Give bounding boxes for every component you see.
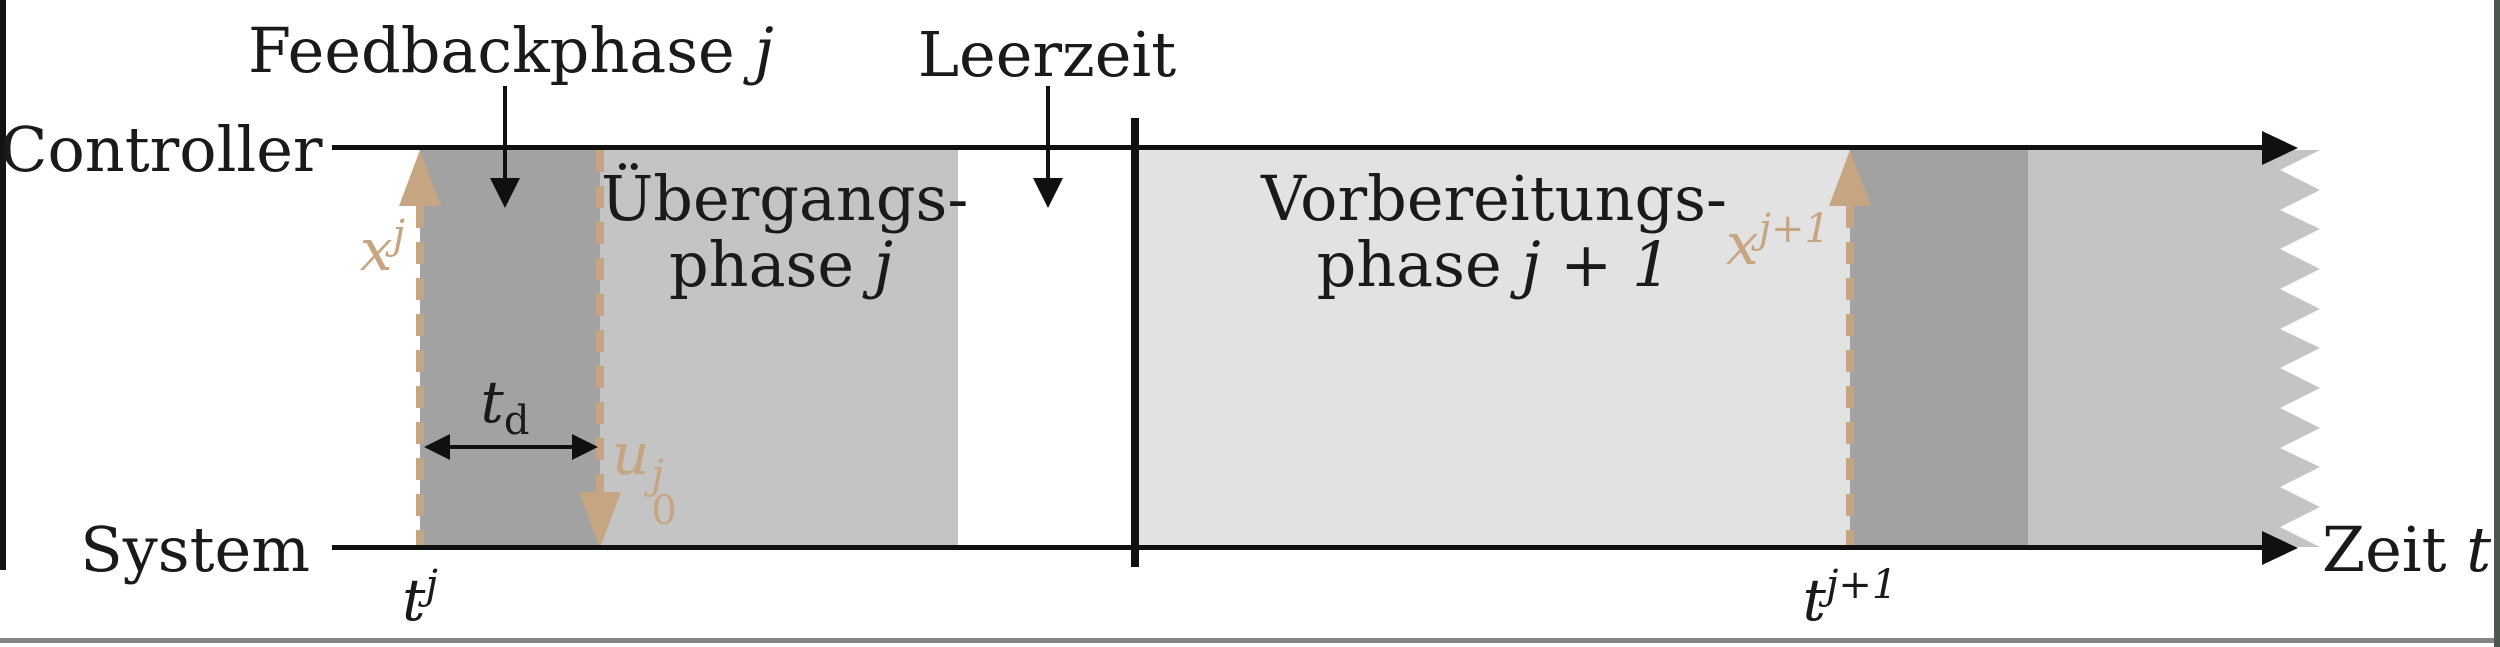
idle-time-callout-label: Leerzeit <box>897 22 1197 88</box>
signal-xj1-label: xj+1 <box>1655 208 1830 275</box>
signal-u0j-dashed-line <box>596 150 604 492</box>
transition-phase-line2: phase <box>668 227 874 301</box>
feedback-callout-arrow-shaft <box>503 86 507 180</box>
time-td-label: td <box>430 371 580 442</box>
left-border <box>0 0 6 570</box>
xj-base: x <box>359 216 393 284</box>
signal-xj-dashed-line <box>416 206 424 548</box>
feedback-callout-math: j <box>754 14 774 87</box>
signal-xj-arrowhead-icon <box>399 150 441 206</box>
xj1-base: x <box>1725 210 1759 278</box>
controller-timeline-arrowhead-icon <box>2262 131 2298 165</box>
u0j-sup: j <box>651 452 664 498</box>
phase-separator-line <box>1131 118 1139 567</box>
tj-sup: j <box>425 562 438 608</box>
feedback-phase-callout-label: Feedbackphase j <box>248 18 774 84</box>
controller-lane-label: Controller <box>0 117 323 183</box>
preparation-phase-line1: Vorbereitungs- <box>1261 162 1727 235</box>
transition-phase-region-j <box>600 150 958 547</box>
tj1-sup: j+1 <box>1825 562 1898 608</box>
system-lane-text: System <box>80 513 310 586</box>
preparation-phase-line2: phase <box>1316 227 1522 301</box>
td-measure-left-arrowhead-icon <box>424 434 450 460</box>
tj-base: t <box>402 566 426 634</box>
u0j-base: u <box>612 420 650 488</box>
feedback-callout-text: Feedbackphase <box>248 14 755 87</box>
signal-xj1-arrowhead-icon <box>1829 150 1871 206</box>
time-tj1-label: tj+1 <box>1760 564 1940 631</box>
system-timeline <box>332 545 2266 550</box>
time-axis-label: Zeit t <box>2322 517 2491 583</box>
td-base: t <box>480 368 504 436</box>
transition-phase-label: Übergangs- phase j <box>601 166 968 297</box>
bottom-border <box>0 638 2500 643</box>
signal-xj1-dashed-line <box>1846 206 1854 548</box>
idle-callout-text: Leerzeit <box>917 18 1177 91</box>
time-tj-label: tj <box>335 564 505 631</box>
right-border <box>2494 0 2500 647</box>
signal-xj-label: xj <box>270 214 405 281</box>
xj-sup: j <box>392 212 405 258</box>
preparation-phase-label: Vorbereitungs- phase j + 1 <box>1219 166 1769 297</box>
preparation-phase-math: j + 1 <box>1521 227 1672 301</box>
td-measure-arrow-shaft <box>449 445 573 449</box>
td-sub: d <box>503 398 530 444</box>
tj1-base: t <box>1802 566 1826 634</box>
controller-lane-text: Controller <box>0 113 323 186</box>
transition-phase-line1: Übergangs- <box>601 162 969 235</box>
continuation-region-zigzag <box>2028 150 2320 547</box>
idle-callout-arrow-shaft <box>1046 86 1050 180</box>
feedback-callout-arrowhead-icon <box>490 178 520 208</box>
idle-callout-arrowhead-icon <box>1033 178 1063 208</box>
transition-phase-math: j <box>873 227 894 301</box>
system-timeline-arrowhead-icon <box>2262 531 2298 565</box>
system-lane-label: System <box>0 517 310 583</box>
controller-timeline <box>332 145 2266 150</box>
time-axis-math: t <box>2466 513 2492 586</box>
signal-u0j-arrowhead-icon <box>579 492 621 548</box>
xj1-sup: j+1 <box>1758 206 1830 252</box>
feedback-phase-region-j <box>420 150 600 547</box>
td-measure-right-arrowhead-icon <box>572 434 598 460</box>
feedback-phase-region-j1 <box>1850 150 2028 547</box>
time-axis-text: Zeit <box>2322 513 2467 586</box>
preparation-phase-region-j1 <box>1139 150 1850 547</box>
u0j-sub: 0 <box>651 488 677 534</box>
